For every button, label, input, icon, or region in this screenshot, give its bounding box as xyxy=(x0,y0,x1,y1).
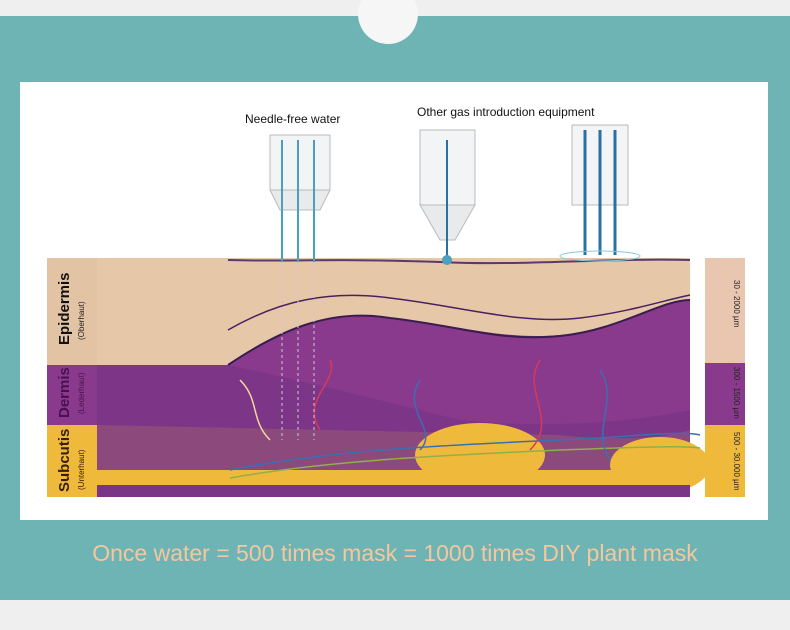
injector-device xyxy=(559,124,641,262)
layer-sub: (Lederhaut) xyxy=(77,372,86,414)
dermis-label-band xyxy=(47,365,97,425)
bottom-bar xyxy=(0,600,790,630)
epidermis-label-band xyxy=(47,258,97,365)
needle-free-label: Needle-free water xyxy=(245,112,341,126)
wave-line xyxy=(227,299,691,366)
other-gas-label: Other gas introduction equipment xyxy=(417,105,595,119)
layer-sub: (Oberhaut) xyxy=(77,301,86,340)
layer-depth: 300 - 1500 µm xyxy=(732,367,741,419)
subcutis-label-band xyxy=(47,425,97,497)
layer-name: Epidermis xyxy=(56,272,73,345)
fat-lobe xyxy=(610,437,710,493)
layer-sub: (Unterhaut) xyxy=(77,449,86,490)
subcutis-base xyxy=(97,485,690,497)
layer-name: Dermis xyxy=(56,367,73,418)
layer-depth: 30 - 2000 µm xyxy=(732,280,741,328)
layer-depth: 500 - 30.000 µm xyxy=(732,432,741,491)
depth-strip-subcutis xyxy=(705,425,745,497)
wave-line xyxy=(227,294,691,331)
blood-vessels xyxy=(229,359,701,479)
caption: Once water = 500 times mask = 1000 times… xyxy=(92,540,698,566)
fat-lobe xyxy=(415,423,545,487)
depth-strip-epidermis xyxy=(705,258,745,363)
layer-name: Subcutis xyxy=(56,429,73,492)
needle-free-device xyxy=(269,134,331,440)
dermis-lower xyxy=(97,365,690,470)
depth-strip-dermis xyxy=(705,363,745,425)
gas-device xyxy=(419,129,476,265)
